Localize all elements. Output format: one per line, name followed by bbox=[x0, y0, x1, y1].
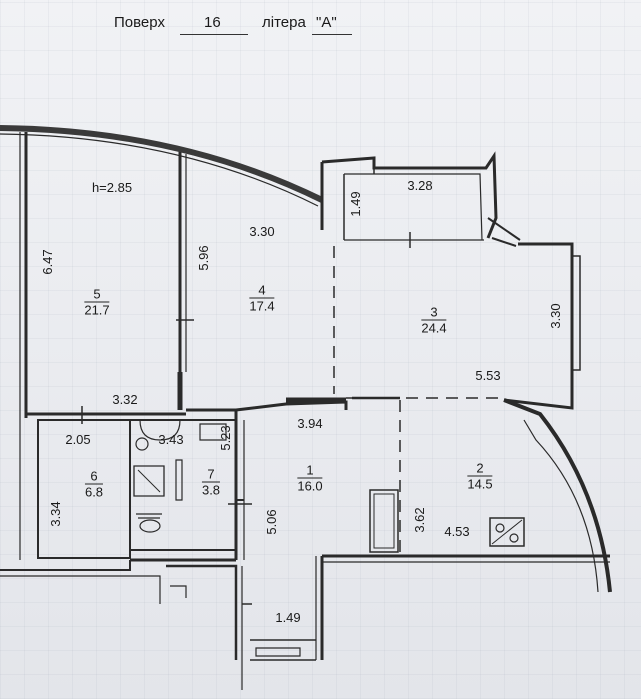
dimension-1-49-balcony: 1.49 bbox=[348, 191, 363, 217]
dimension-1-49-hall: 1.49 bbox=[275, 610, 301, 625]
room-6-area: 6.8 bbox=[84, 484, 104, 500]
dimension-5-96: 5.96 bbox=[196, 245, 211, 271]
room-2-area: 14.5 bbox=[467, 476, 493, 492]
dimension-2-05: 2.05 bbox=[65, 432, 91, 447]
dimension-3-34: 3.34 bbox=[48, 501, 63, 527]
dimension-4-53: 4.53 bbox=[444, 524, 470, 539]
letter-underline bbox=[312, 34, 352, 35]
dimension-3-62: 3.62 bbox=[412, 507, 427, 533]
bay-window bbox=[487, 217, 521, 247]
floor-label: Поверх bbox=[114, 14, 165, 31]
room-2-number: 2 bbox=[467, 461, 493, 477]
room-3-area: 24.4 bbox=[421, 320, 447, 336]
dimension-5-06: 5.06 bbox=[264, 509, 279, 535]
room-6-number: 6 bbox=[84, 469, 104, 485]
dimension-3-43: 3.43 bbox=[158, 432, 184, 447]
dimension-3-30-room4: 3.30 bbox=[249, 224, 275, 239]
room-7: 7 3.8 bbox=[201, 467, 221, 498]
letter-value: "А" bbox=[316, 14, 337, 31]
letter-label: літера bbox=[262, 14, 306, 31]
room-1: 1 16.0 bbox=[297, 463, 323, 494]
curved-wall-top-left bbox=[0, 125, 324, 203]
room-4-area: 17.4 bbox=[249, 298, 275, 314]
balcony-outline bbox=[321, 151, 498, 239]
dimension-5-23: 5.23 bbox=[218, 425, 233, 451]
room-6: 6 6.8 bbox=[84, 469, 104, 500]
room-6-walls bbox=[37, 419, 131, 559]
stove bbox=[489, 517, 525, 547]
dimension-6-47: 6.47 bbox=[40, 249, 55, 275]
room-2: 2 14.5 bbox=[467, 461, 493, 492]
room-5-number: 5 bbox=[84, 287, 110, 303]
dimension-3-94: 3.94 bbox=[297, 416, 323, 431]
floor-value: 16 bbox=[204, 14, 221, 31]
room-3-number: 3 bbox=[421, 305, 447, 321]
room-5: 5 21.7 bbox=[84, 287, 110, 318]
ceiling-height-label: h=2.85 bbox=[91, 180, 133, 195]
plan-header: Поверх 16 літера "А" bbox=[0, 10, 641, 35]
room-1-number: 1 bbox=[297, 463, 323, 479]
room-7-number: 7 bbox=[201, 467, 221, 483]
dimension-5-53: 5.53 bbox=[475, 368, 501, 383]
dimension-3-28: 3.28 bbox=[407, 178, 433, 193]
room-3: 3 24.4 bbox=[421, 305, 447, 336]
curved-wall-right bbox=[503, 398, 612, 593]
room-4: 4 17.4 bbox=[249, 283, 275, 314]
room-1-area: 16.0 bbox=[297, 478, 323, 494]
dimension-3-32: 3.32 bbox=[112, 392, 138, 407]
room-7-area: 3.8 bbox=[201, 482, 221, 498]
room-5-area: 21.7 bbox=[84, 302, 110, 318]
floor-underline bbox=[180, 34, 248, 35]
room-4-number: 4 bbox=[249, 283, 275, 299]
dimension-3-30-room3: 3.30 bbox=[548, 303, 563, 329]
